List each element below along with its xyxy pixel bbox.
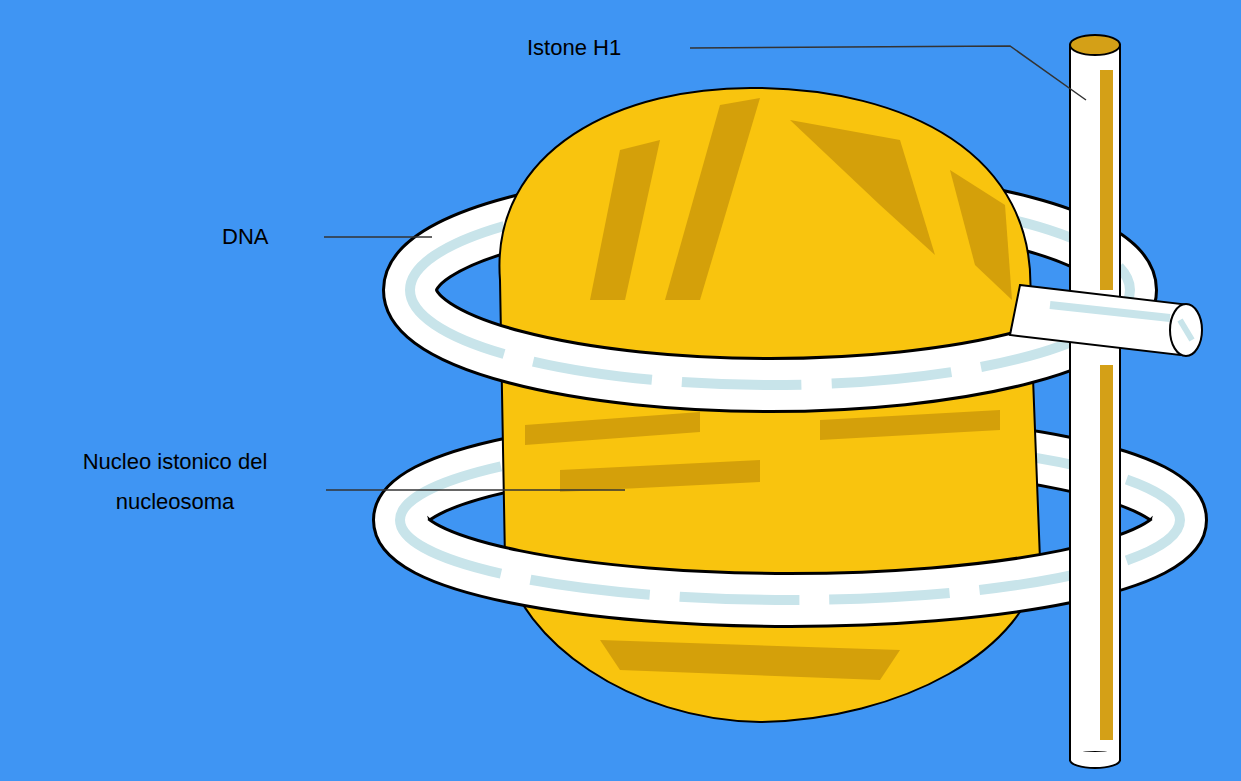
dna-end <box>1010 285 1202 356</box>
part-label: DNA <box>222 223 322 251</box>
leader-lines <box>324 46 1086 490</box>
part-label: Nucleo istonico del nucleosoma <box>50 442 300 522</box>
part-label: Istone H1 <box>527 34 687 62</box>
histone-h1-rod <box>1070 35 1120 768</box>
